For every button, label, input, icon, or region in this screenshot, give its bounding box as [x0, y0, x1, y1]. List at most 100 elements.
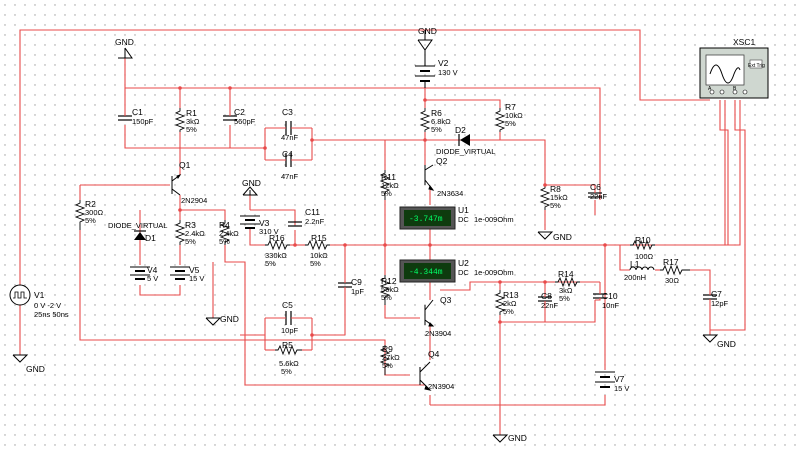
c6-value: 22nF [590, 192, 608, 201]
resistor-r14-symbol[interactable] [555, 276, 580, 288]
transistor-q2[interactable] [424, 164, 435, 191]
resistor-r11-symbol[interactable] [379, 170, 391, 200]
resistor-labels: R1 3kΩ 5% R2 300Ω 5% R3 2.4kΩ 5% R4 2.4k… [85, 102, 679, 376]
source-v1[interactable]: V1 0 V -2 V 25ns 50ns [9, 284, 69, 319]
meter-u1[interactable]: -3.747m [399, 206, 456, 230]
resistor-r7-symbol[interactable] [494, 108, 506, 132]
r5-tol: 5% [281, 367, 292, 376]
resistor-r6-symbol[interactable] [419, 108, 431, 132]
wire-r10-scope [700, 100, 726, 246]
c7-name: C7 [711, 289, 722, 299]
resistor-r2-symbol[interactable] [74, 200, 86, 230]
junction-dots [178, 86, 607, 337]
resistor-r4-symbol[interactable] [219, 220, 231, 245]
c3-name: C3 [282, 107, 293, 117]
r10-value: 100Ω [635, 252, 654, 261]
r3-tol: 5% [185, 237, 196, 246]
r12-name: R12 [381, 276, 397, 286]
gnd-label-v3: GND [242, 178, 261, 188]
wire-scope-b [710, 100, 746, 331]
r9-value: 27kΩ [382, 353, 400, 362]
wires [19, 29, 746, 435]
diode-d2[interactable] [458, 134, 470, 146]
u1-mode: DC [458, 215, 469, 224]
r5-wires [265, 244, 700, 351]
wire-upper-rail [125, 87, 601, 200]
r4-value: 2.4kΩ [219, 229, 239, 238]
r8-value: 15kΩ [550, 193, 568, 202]
resistor-r12-symbol[interactable] [379, 275, 391, 305]
resistor-r5-symbol[interactable] [275, 344, 302, 356]
source-v3[interactable] [240, 215, 260, 229]
scope-ext-trig: Ext Trig [748, 63, 765, 69]
source-v5[interactable] [170, 266, 190, 280]
v3-name: V3 [259, 218, 270, 228]
d1-part: DIODE_VIRTUAL [108, 221, 167, 230]
capacitor-wires [124, 110, 711, 319]
ground-c7 [702, 334, 719, 343]
v2-value: 130 V [438, 68, 458, 77]
oscilloscope-xsc1[interactable] [699, 47, 769, 99]
q3-part: 2N3904 [425, 329, 451, 338]
diode-d1[interactable] [134, 230, 146, 240]
wire-v7-bottom [430, 395, 606, 406]
r8-tol: 5% [550, 201, 561, 210]
r5-value: 5.6kΩ [279, 359, 299, 368]
wire-d2-r7 [470, 132, 501, 141]
r15-name: R15 [311, 233, 327, 243]
l1-name: L1 [630, 259, 640, 269]
d2-part: DIODE_VIRTUAL [436, 147, 495, 156]
r1-tol: 5% [186, 125, 197, 134]
ground-labels: GND GND GND GND GND GND GND GND [26, 26, 736, 443]
r16-name: R16 [269, 233, 285, 243]
wire-r4-bottom [224, 245, 425, 386]
c11-value: 2.2nF [305, 217, 325, 226]
d2-name: D2 [455, 125, 466, 135]
source-v7[interactable] [595, 371, 615, 388]
wire-r2-bottom [79, 230, 386, 345]
v5-name: V5 [189, 265, 200, 275]
wire-q3-collector [440, 281, 600, 291]
r11-tol: 5% [381, 189, 392, 198]
inductor-l1[interactable] [629, 266, 655, 271]
resistor-r13-symbol[interactable] [494, 290, 506, 315]
resistor-r1-symbol[interactable] [174, 108, 186, 132]
r12-value: 56kΩ [381, 285, 399, 294]
source-v2[interactable] [415, 50, 435, 88]
resistor-r8-symbol[interactable] [539, 185, 551, 210]
wire-v1-top [19, 29, 710, 285]
c2-value: 560pF [234, 117, 256, 126]
r5-name: R5 [282, 340, 293, 350]
v3-value: 310 V [259, 227, 279, 236]
c2-name: C2 [234, 107, 245, 117]
resistor-r9-symbol[interactable] [379, 345, 391, 375]
r7-value: 10kΩ [505, 111, 523, 120]
resistor-r16-symbol[interactable] [265, 239, 290, 251]
meter-u2[interactable]: -4.344m [399, 259, 456, 283]
wire-v3-rail [250, 209, 296, 225]
transistor-q4[interactable] [419, 361, 432, 391]
gnd-label-top-left: GND [115, 37, 134, 47]
resistor-r10-symbol[interactable] [630, 239, 655, 251]
q3-name: Q3 [440, 295, 452, 305]
r3-name: R3 [185, 220, 196, 230]
resistor-r3-symbol[interactable] [174, 220, 186, 245]
source-v4[interactable] [130, 266, 150, 280]
resistor-r15-symbol[interactable] [305, 239, 330, 251]
u2-reading: -4.344m [409, 268, 443, 277]
resistor-r17-symbol[interactable] [660, 264, 690, 276]
capacitor-c11[interactable] [288, 221, 302, 227]
c1-name: C1 [132, 107, 143, 117]
c8-value: 22nF [541, 301, 559, 310]
c4-name: C4 [282, 149, 293, 159]
r14-name: R14 [558, 269, 574, 279]
transistor-q1[interactable] [171, 174, 182, 196]
c9-name: C9 [351, 277, 362, 287]
resistor-symbols [74, 108, 690, 375]
r4-name: R4 [219, 220, 230, 230]
q4-part: 2N3904 [428, 382, 454, 391]
v4-name: V4 [147, 265, 158, 275]
transistor-q3[interactable] [424, 299, 435, 327]
q2-part: 2N3634 [437, 189, 463, 198]
